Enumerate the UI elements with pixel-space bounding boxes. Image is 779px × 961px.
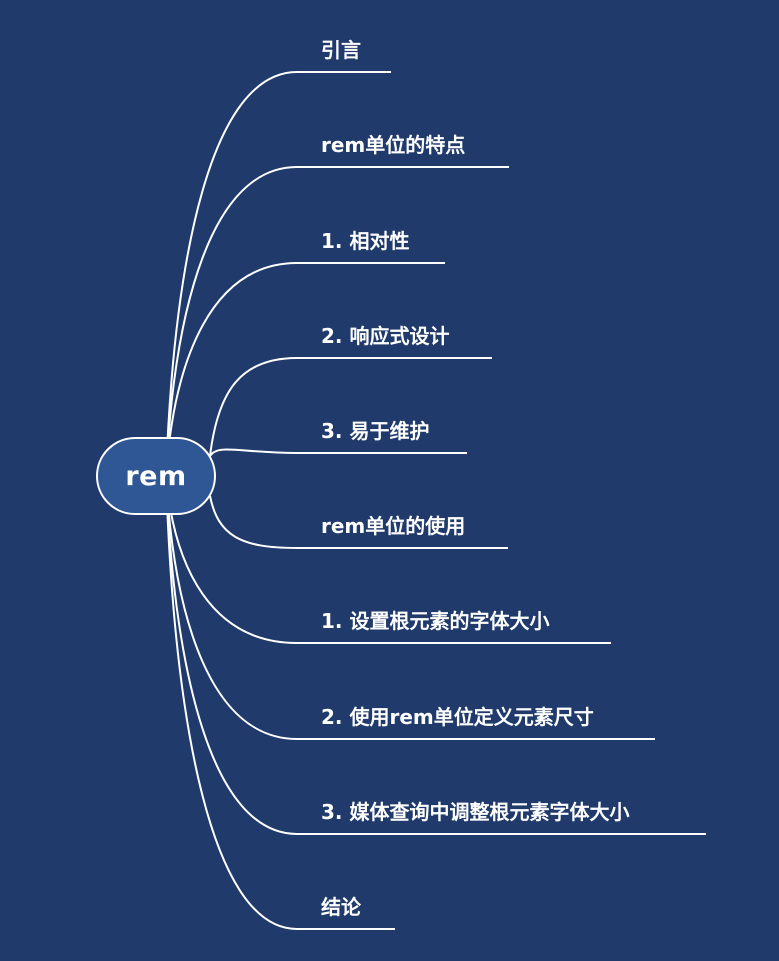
- branch-node-rem-features[interactable]: rem单位的特点: [321, 133, 466, 157]
- branch-node-easy-maintenance[interactable]: 3. 易于维护: [321, 419, 430, 443]
- branch-node-rem-usage[interactable]: rem单位的使用: [321, 514, 466, 538]
- connector-define-element-size: [165, 475, 298, 740]
- connector-relativity: [165, 262, 298, 477]
- branch-node-intro[interactable]: 引言: [321, 38, 361, 62]
- root-node[interactable]: rem: [96, 437, 216, 515]
- connector-intro: [165, 71, 298, 477]
- connector-responsive-design: [209, 357, 298, 457]
- branch-node-responsive-design[interactable]: 2. 响应式设计: [321, 324, 450, 348]
- branch-node-relativity[interactable]: 1. 相对性: [321, 229, 410, 253]
- connector-rem-usage: [209, 495, 298, 549]
- connector-easy-maintenance: [209, 448, 298, 457]
- branch-node-media-query-adjust[interactable]: 3. 媒体查询中调整根元素字体大小: [321, 800, 630, 824]
- branch-node-conclusion[interactable]: 结论: [321, 895, 361, 919]
- connector-conclusion: [165, 475, 298, 930]
- branch-node-define-element-size[interactable]: 2. 使用rem单位定义元素尺寸: [321, 705, 594, 729]
- branch-node-set-root-font-size[interactable]: 1. 设置根元素的字体大小: [321, 609, 550, 633]
- connector-media-query-adjust: [165, 475, 298, 835]
- connector-rem-features: [165, 166, 298, 477]
